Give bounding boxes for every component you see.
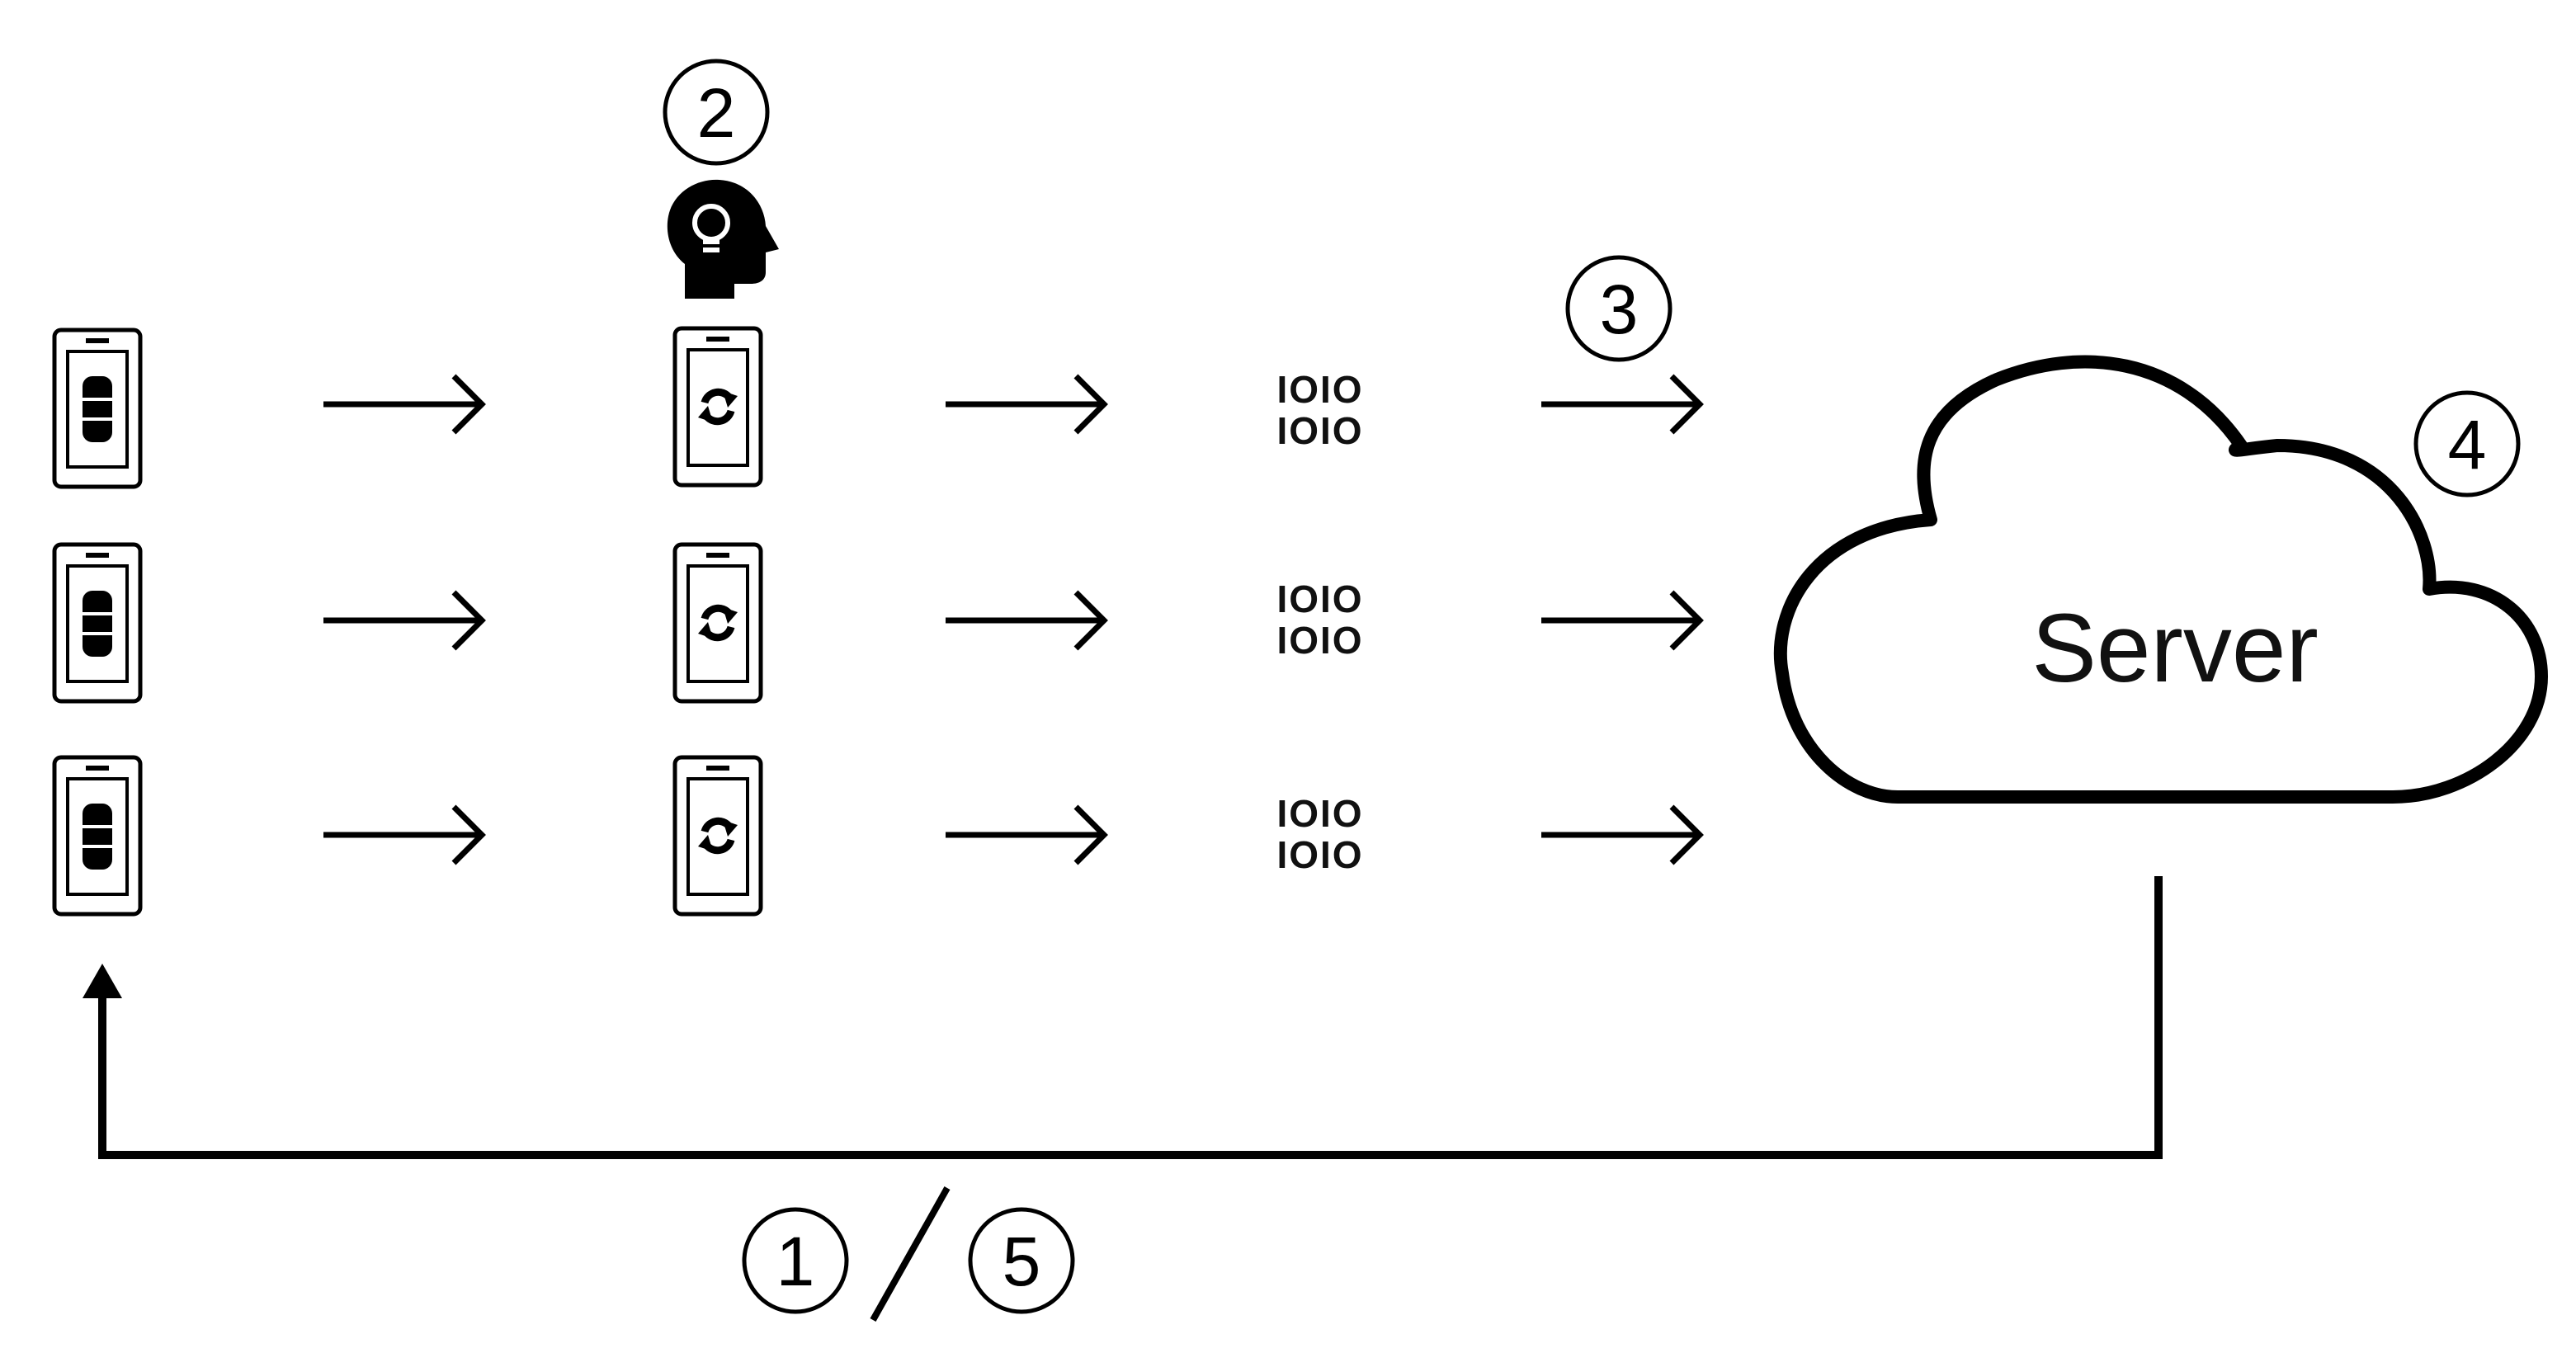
device-training-3 (675, 757, 761, 914)
step-3-marker: 3 (1565, 255, 1673, 362)
arrow-right (323, 376, 482, 432)
device-data-1 (54, 330, 140, 487)
phone-sync-icon (675, 328, 761, 485)
step-4-number: 4 (2448, 406, 2487, 483)
model-update-3: IOIO IOIO (1276, 792, 1363, 876)
server-label: Server (2031, 594, 2319, 703)
binary-line: IOIO (1276, 409, 1363, 452)
binary-line: IOIO (1276, 833, 1363, 876)
arrow-right (946, 592, 1104, 648)
return-arrow (83, 876, 2163, 1159)
phone-database-icon (54, 330, 140, 487)
device-training-2 (675, 544, 761, 701)
model-update-2: IOIO IOIO (1276, 578, 1363, 662)
step-2-marker: 2 (663, 59, 770, 166)
step-4-marker: 4 (2413, 390, 2521, 497)
step-5-number: 5 (1003, 1223, 1041, 1300)
arrow-right (1541, 376, 1700, 432)
arrow-right (323, 807, 482, 863)
phone-database-icon (54, 757, 140, 914)
binary-line: IOIO (1276, 619, 1363, 662)
binary-line: IOIO (1276, 578, 1363, 620)
phone-sync-icon (675, 757, 761, 914)
arrow-right (946, 376, 1104, 432)
device-data-3 (54, 757, 140, 914)
binary-line: IOIO (1276, 792, 1363, 835)
arrow-right (946, 807, 1104, 863)
step-1-number: 1 (776, 1223, 815, 1300)
arrow-right (1541, 592, 1700, 648)
step-3-number: 3 (1600, 271, 1639, 348)
device-training-1 (675, 328, 761, 485)
server-cloud: Server (1773, 355, 2548, 804)
phone-sync-icon (675, 544, 761, 701)
arrow-right (1541, 807, 1700, 863)
cloud-icon (1773, 355, 2548, 804)
device-data-2 (54, 544, 140, 701)
phone-database-icon (54, 544, 140, 701)
arrow-right (323, 592, 482, 648)
slash-divider (870, 1186, 951, 1322)
step-1-5-marker: 1 5 (742, 1186, 1075, 1322)
binary-line: IOIO (1276, 368, 1363, 411)
step-2-number: 2 (697, 74, 736, 152)
model-update-1: IOIO IOIO (1276, 368, 1363, 452)
head-lightbulb-icon (667, 179, 779, 299)
